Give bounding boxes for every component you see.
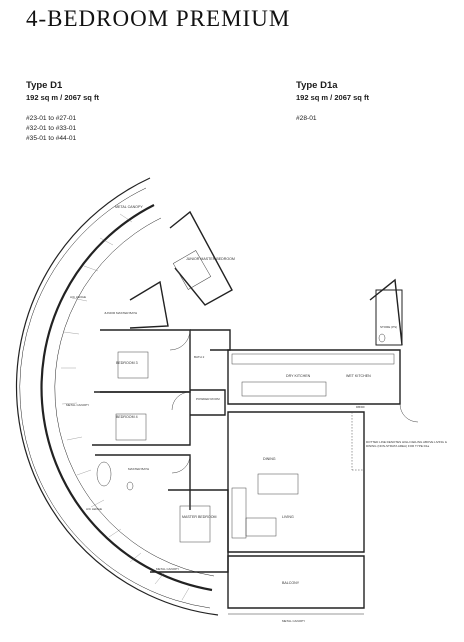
canopy-hatching xyxy=(61,213,190,601)
label-master-bedroom: MASTER BEDROOM xyxy=(182,515,217,519)
interior-walls xyxy=(92,210,403,609)
type-d1-name: Type D1 xyxy=(26,80,63,91)
room-labels: METAL CANOPY JUNIOR MASTER BEDROOM JUNIO… xyxy=(66,205,397,623)
door-swing xyxy=(399,403,419,423)
label-metal-canopy: METAL CANOPY xyxy=(282,619,305,623)
bed xyxy=(115,413,147,441)
type-d1a-info: Type D1a 192 sq m / 2067 sq ft #28-01 xyxy=(296,80,369,124)
label-balcony: BALCONY xyxy=(282,581,300,585)
unit-range: #23-01 to #27-01 xyxy=(26,115,77,122)
label-bedroom-4: BEDROOM 4 xyxy=(116,415,138,419)
label-junior-master-bath: JUNIOR MASTER BATH xyxy=(104,311,137,315)
label-living: LIVING xyxy=(282,515,294,519)
type-d1-info: Type D1 192 sq m / 2067 sq ft #23-01 to … xyxy=(26,80,99,144)
type-d1-area: 192 sq m / 2067 sq ft xyxy=(26,93,99,102)
type-d1a-units: #28-01 xyxy=(296,114,369,124)
label-metal-canopy: METAL CANOPY xyxy=(156,567,179,571)
sofa xyxy=(231,487,247,539)
toilet xyxy=(126,481,134,491)
unit-range: #28-01 xyxy=(296,115,317,122)
furniture xyxy=(96,250,419,543)
dining-table xyxy=(257,473,299,495)
unit-range: #32-01 to #33-01 xyxy=(26,125,77,132)
label-store: STORE (PS) xyxy=(380,325,397,329)
high-ceiling-note: DOTTED LINE DENOTES HIGH CEILING ABOVE L… xyxy=(366,440,447,448)
label-master-bath: MASTER BATH xyxy=(128,467,149,471)
unit-range: #35-01 to #44-01 xyxy=(26,135,77,142)
label-ac-ledge: A/C LEDGE xyxy=(70,295,86,299)
kitchen-island xyxy=(241,381,327,397)
label-ac-ledge: A/C LEDGE xyxy=(86,507,102,511)
label-dbdf: DB/DF xyxy=(356,405,365,409)
door-swing xyxy=(169,329,191,351)
outer-curved-walls xyxy=(15,177,219,616)
bathtub xyxy=(96,461,112,487)
label-dining: DINING xyxy=(263,457,276,461)
store-room-outline xyxy=(375,289,403,346)
label-wet-kitchen: WET KITCHEN xyxy=(346,374,371,378)
kitchen-counter xyxy=(231,353,395,365)
label-junior-master-bedroom: JUNIOR MASTER BEDROOM xyxy=(186,257,235,261)
label-powder-room: POWDER ROOM xyxy=(196,397,220,401)
label-metal-canopy: METAL CANOPY xyxy=(66,403,89,407)
door-swing xyxy=(171,391,191,411)
label-metal-canopy: METAL CANOPY xyxy=(115,205,143,209)
type-d1a-area: 192 sq m / 2067 sq ft xyxy=(296,93,369,102)
page-title: 4-BEDROOM PREMIUM xyxy=(26,6,291,31)
toilet xyxy=(378,333,386,343)
bed xyxy=(172,250,212,290)
type-d1a-name: Type D1a xyxy=(296,80,338,91)
sofa xyxy=(245,517,277,537)
bed xyxy=(117,351,149,379)
label-bedroom-3: BEDROOM 3 xyxy=(116,361,138,365)
label-bath-2: BATH 2 xyxy=(194,355,205,359)
bed xyxy=(179,505,211,543)
type-d1-units: #23-01 to #27-01 #32-01 to #33-01 #35-01… xyxy=(26,114,99,144)
door-swing xyxy=(171,454,191,474)
label-dry-kitchen: DRY KITCHEN xyxy=(286,374,311,378)
high-ceiling-note-box: DOTTED LINE DENOTES HIGH CEILING ABOVE L… xyxy=(366,440,447,448)
